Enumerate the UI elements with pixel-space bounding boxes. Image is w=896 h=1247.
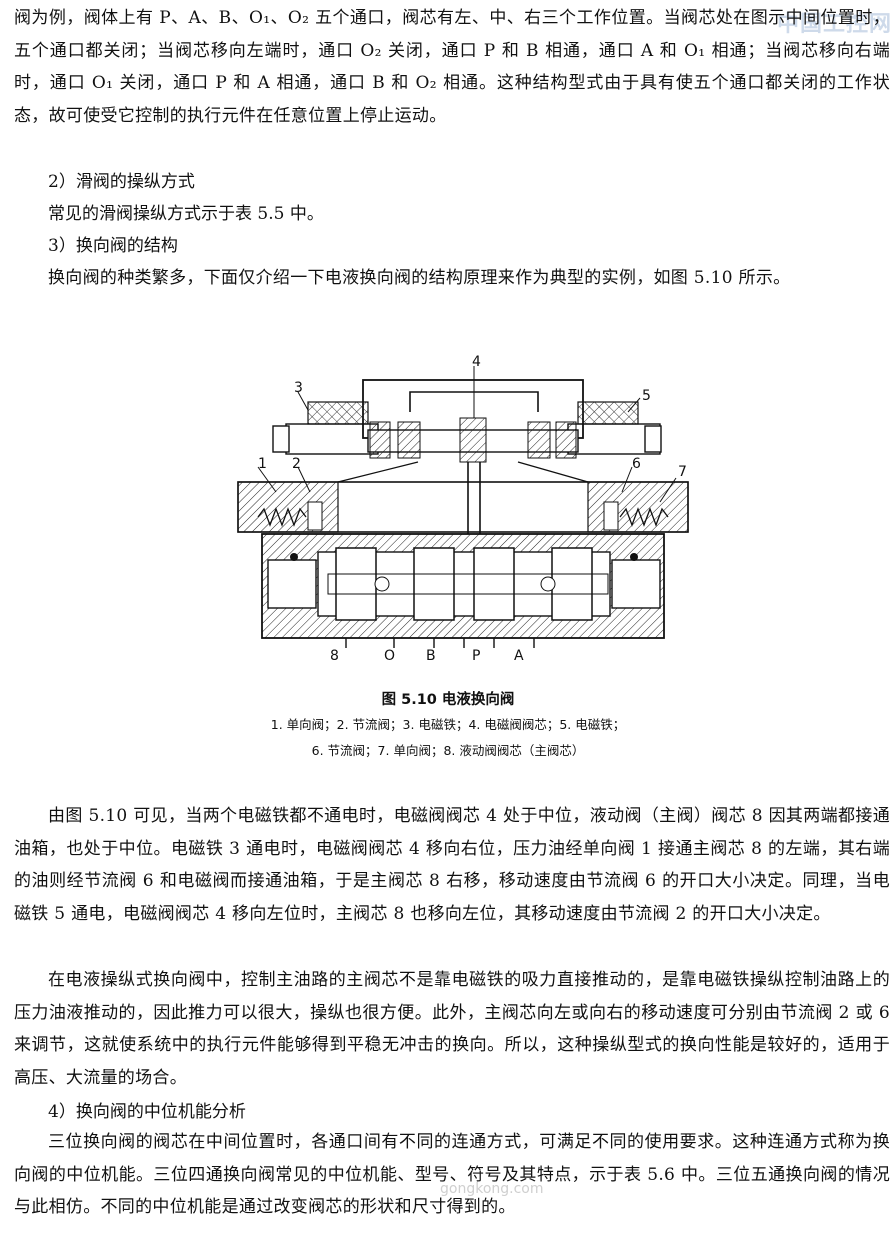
paragraph-center-function: 三位换向阀的阀芯在中间位置时，各通口间有不同的连通方式，可满足不同的使用要求。这… — [14, 1132, 890, 1218]
port-label-B: B — [426, 648, 436, 664]
paragraph-advantages: 在电液操纵式换向阀中，控制主油路的主阀芯不是靠电磁铁的吸力直接推动的，是靠电磁铁… — [14, 970, 890, 1088]
port-label-P: P — [472, 648, 481, 664]
heading-center-function: 4）换向阀的中位机能分析 — [48, 1102, 246, 1122]
label-3: 3 — [294, 380, 303, 396]
label-6: 6 — [632, 456, 641, 472]
paragraph-operation-table: 常见的滑阀操纵方式示于表 5.5 中。 — [48, 204, 324, 224]
heading-operation-mode: 2）滑阀的操纵方式 — [48, 172, 195, 192]
valve-drawing — [237, 366, 689, 648]
figure-legend-line1: 1. 单向阀；2. 节流阀；3. 电磁铁；4. 电磁阀阀芯；5. 电磁铁； — [270, 717, 626, 732]
port-label-A: A — [514, 648, 524, 664]
paragraph-operation-principle: 由图 5.10 可见，当两个电磁铁都不通电时，电磁阀阀芯 4 处于中位，液动阀（… — [14, 806, 890, 924]
figure-legend-line2: 6. 节流阀；7. 单向阀；8. 液动阀阀芯（主阀芯） — [311, 743, 585, 758]
label-2: 2 — [292, 456, 301, 472]
port-label-O: O — [384, 648, 396, 664]
port-label-8: 8 — [330, 648, 339, 664]
figure-electro-hydraulic-valve: 1 2 3 4 5 6 7 8 O B P A — [228, 352, 698, 664]
watermark-logo: 中国工控网 — [776, 12, 892, 37]
watermark-url: gongkong.com — [440, 1181, 544, 1197]
heading-valve-structure: 3）换向阀的结构 — [48, 236, 178, 256]
label-4: 4 — [472, 354, 481, 370]
label-7: 7 — [678, 464, 687, 480]
label-1: 1 — [258, 456, 267, 472]
figure-title: 图 5.10 电液换向阀 — [381, 692, 515, 708]
label-5: 5 — [642, 388, 651, 404]
paragraph-five-ports: 阀为例，阀体上有 P、A、B、O₁、O₂ 五个通口，阀芯有左、中、右三个工作位置… — [14, 8, 890, 126]
paragraph-valve-intro: 换向阀的种类繁多，下面仅介绍一下电液换向阀的结构原理来作为典型的实例，如图 5.… — [48, 268, 791, 288]
